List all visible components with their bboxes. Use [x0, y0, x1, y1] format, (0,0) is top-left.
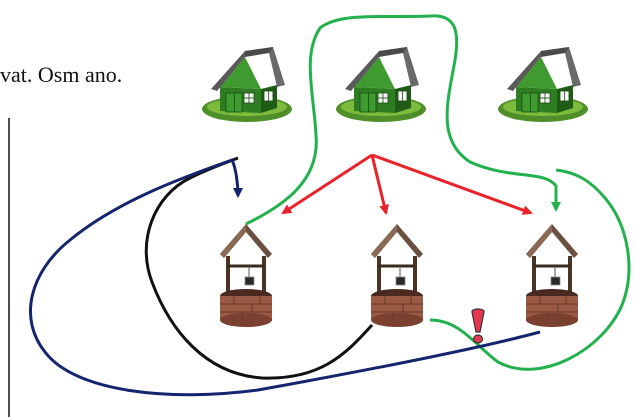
- shed-icon: [335, 46, 427, 123]
- well-icon: [524, 222, 580, 329]
- connection-center-house-to-left-well: [281, 153, 373, 215]
- shed-icon: [497, 46, 589, 123]
- connection-well-center-to-house-left: [144, 156, 374, 380]
- connection-green-loop: [245, 14, 561, 226]
- exclamation-icon: [471, 308, 485, 333]
- house-center: [335, 46, 427, 123]
- well-center: [369, 222, 425, 329]
- well-right: [524, 222, 580, 329]
- caption-text: vat. Osm ano.: [0, 62, 123, 87]
- connection-green-lower: [429, 168, 631, 371]
- well-icon: [218, 222, 274, 329]
- well-left: [218, 222, 274, 329]
- warning-marker: [471, 308, 485, 344]
- connection-center-house-to-right-well: [371, 153, 533, 215]
- house-right: [497, 46, 589, 123]
- connection-well-right-to-house-left: [29, 158, 541, 397]
- house-left: [201, 46, 293, 123]
- shed-icon: [201, 46, 293, 123]
- connection-center-house-to-center-well: [370, 154, 389, 215]
- well-icon: [369, 222, 425, 329]
